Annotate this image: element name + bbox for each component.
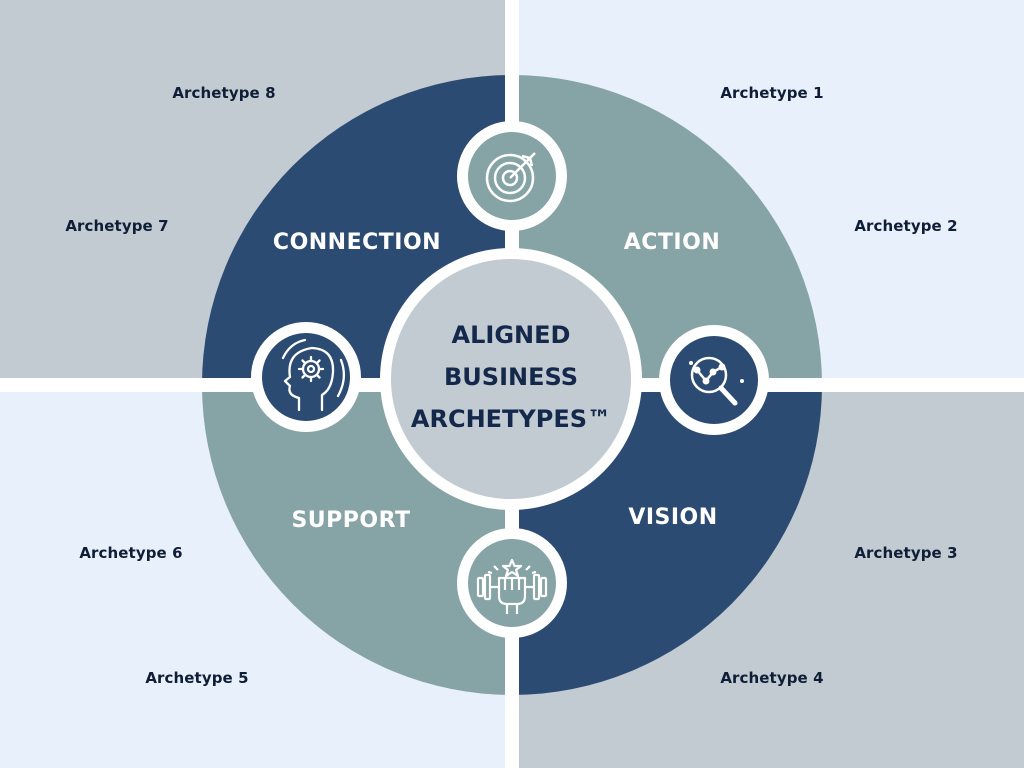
title-line-3: ARCHETYPES™ [411, 405, 611, 433]
center-circle [391, 259, 631, 499]
archetype-5-label: Archetype 5 [145, 669, 249, 687]
target-icon [457, 121, 567, 231]
archetype-3-label: Archetype 3 [854, 544, 958, 562]
magnifier-chart-icon [659, 325, 769, 435]
title-line-1: ALIGNED [452, 321, 571, 349]
archetype-4-label: Archetype 4 [720, 669, 824, 687]
head-gear-icon [251, 322, 361, 432]
archetype-6-label: Archetype 6 [79, 544, 183, 562]
archetype-2-label: Archetype 2 [854, 217, 958, 235]
fist-dumbbell-icon [457, 528, 567, 638]
archetype-7-label: Archetype 7 [65, 217, 169, 235]
support-label: SUPPORT [291, 508, 410, 533]
connection-label: CONNECTION [273, 230, 441, 255]
action-label: ACTION [624, 230, 720, 255]
vision-label: VISION [628, 505, 717, 530]
archetype-8-label: Archetype 8 [172, 84, 276, 102]
archetype-1-label: Archetype 1 [720, 84, 824, 102]
title-line-2: BUSINESS [444, 363, 578, 391]
